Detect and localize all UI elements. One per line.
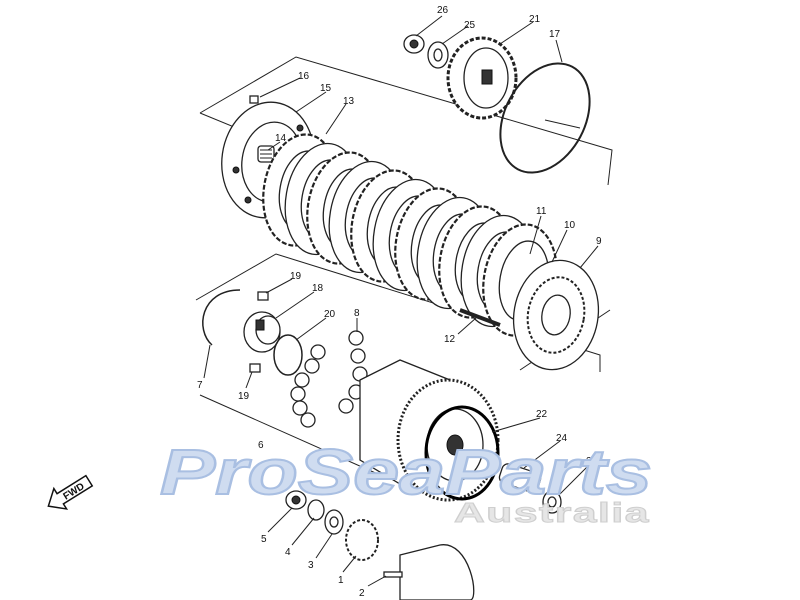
snap-ring-part-17 — [499, 62, 591, 174]
callout-3: 3 — [308, 560, 314, 571]
callout-9: 9 — [596, 236, 602, 247]
callout-19-upper: 19 — [290, 271, 302, 282]
callout-1: 1 — [338, 575, 344, 586]
callout-14: 14 — [275, 133, 287, 144]
callout-26: 26 — [437, 5, 449, 16]
washer-part-23 — [542, 490, 562, 514]
circlip-part-7 — [202, 289, 241, 346]
watermark: ProSeaParts Australia — [159, 435, 653, 529]
steel-ball — [292, 400, 308, 416]
callout-2: 2 — [359, 588, 365, 599]
callout-6: 6 — [258, 440, 264, 451]
callout-4: 4 — [285, 547, 291, 558]
shaft-part — [399, 544, 475, 600]
push-rod-part-12 — [459, 308, 501, 327]
callout-17: 17 — [549, 29, 561, 40]
highlight-ring-part-22 — [424, 405, 500, 501]
pin-part-2 — [383, 571, 403, 578]
steel-ball — [300, 412, 316, 428]
sleeve-part-24 — [498, 463, 542, 493]
ring-part-20 — [273, 334, 303, 376]
spring-part-14 — [257, 145, 275, 163]
callout-20: 20 — [324, 309, 336, 320]
callout-7: 7 — [197, 380, 203, 391]
callout-18: 18 — [312, 283, 324, 294]
callout-22: 22 — [536, 409, 548, 420]
lifter-part-18 — [243, 311, 281, 353]
callout-15: 15 — [320, 83, 332, 94]
washer-part-25 — [427, 41, 449, 69]
callout-21: 21 — [529, 14, 541, 25]
callout-13: 13 — [343, 96, 355, 107]
ball-part-19-lower — [249, 363, 261, 373]
ball-part-19-upper — [257, 291, 269, 301]
steel-ball — [348, 330, 364, 346]
steel-ball — [350, 348, 366, 364]
gear-part-1 — [345, 519, 379, 561]
clutch-boss-part-9 — [512, 259, 600, 371]
watermark-region: Australia — [454, 497, 650, 528]
callout-labels: 1 2 3 4 5 6 7 8 9 10 11 12 13 14 15 16 1… — [197, 5, 602, 599]
steel-ball — [294, 372, 310, 388]
callout-5: 5 — [261, 534, 267, 545]
steel-ball — [310, 344, 326, 360]
nut-part-5 — [285, 490, 307, 510]
fwd-direction-marker: FWD — [47, 474, 94, 510]
steel-ball — [304, 358, 320, 374]
washer-part-3 — [324, 509, 344, 535]
gear-part-21 — [446, 36, 518, 120]
bolt-part-16 — [249, 95, 259, 104]
arrow-left-icon — [47, 474, 94, 510]
clutch-plate-stack — [262, 133, 558, 337]
leader-lines — [203, 15, 599, 587]
callout-11: 11 — [536, 206, 547, 217]
callout-23: 23 — [586, 456, 598, 467]
steel-ball — [338, 398, 354, 414]
steel-ball — [290, 386, 306, 402]
callout-12: 12 — [444, 334, 456, 345]
washer-part-4 — [307, 499, 325, 521]
callout-24: 24 — [556, 433, 568, 444]
callout-19-lower: 19 — [238, 391, 250, 402]
callout-8: 8 — [354, 308, 360, 319]
watermark-brand: ProSeaParts — [160, 436, 652, 508]
callout-16: 16 — [298, 71, 310, 82]
ball-set-part-8 — [290, 330, 368, 428]
callout-25: 25 — [464, 20, 476, 31]
bearing-part-26 — [403, 34, 425, 54]
callout-10: 10 — [564, 220, 576, 231]
